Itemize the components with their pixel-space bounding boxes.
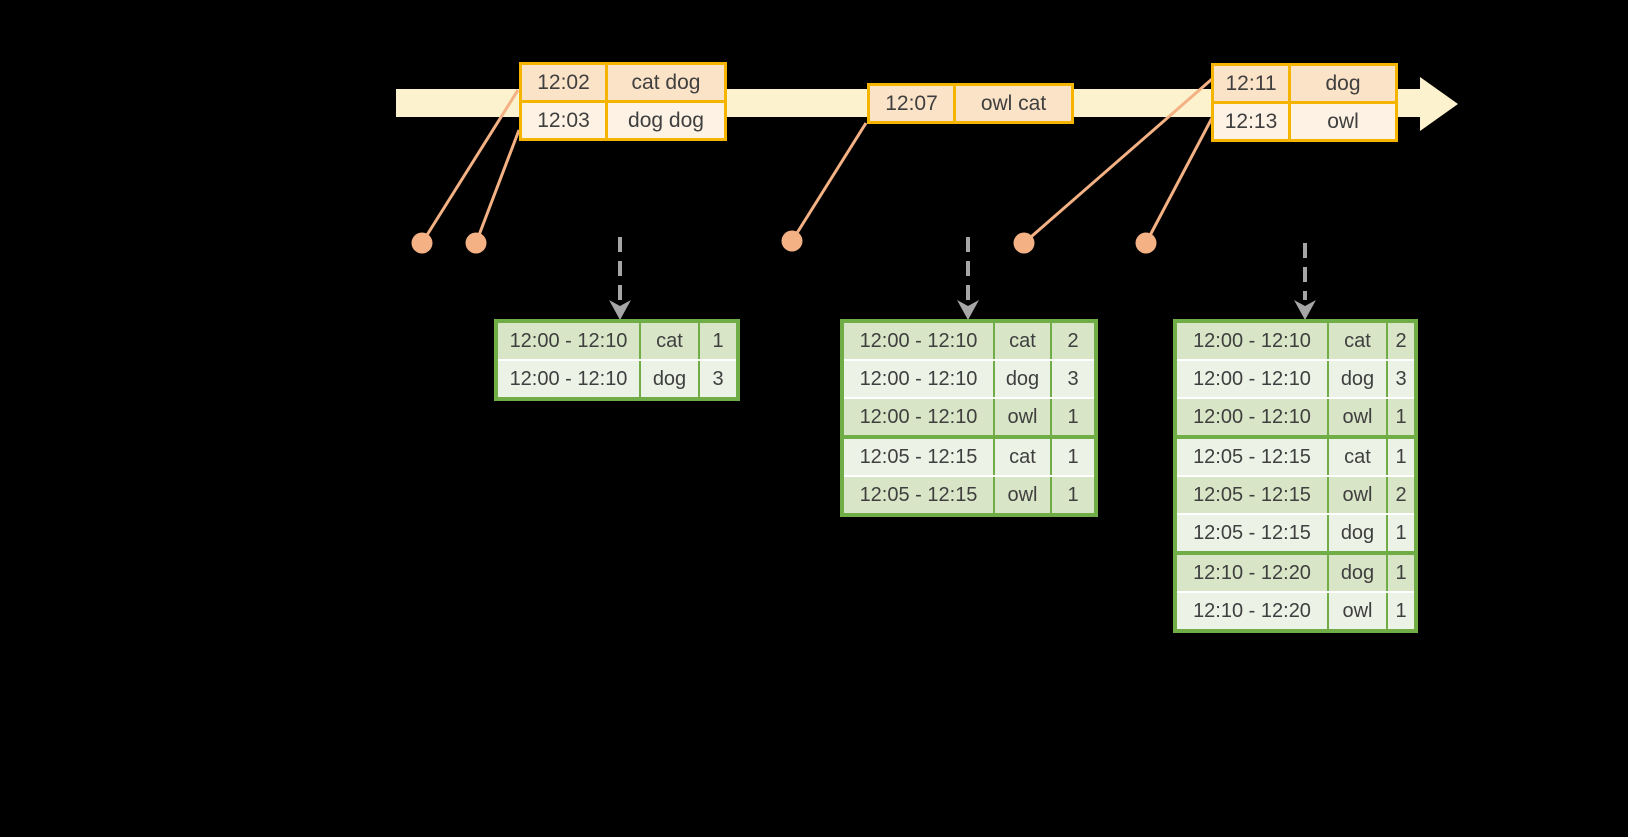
event-dot-icon xyxy=(465,232,487,254)
event-connector-line xyxy=(474,129,521,244)
time-cell: 12:03 xyxy=(522,103,605,138)
event-dot-icon xyxy=(411,232,433,254)
event-connector-line xyxy=(1144,117,1214,244)
event-dot-icon xyxy=(1013,232,1035,254)
trigger-arrowhead-icon xyxy=(1294,300,1316,320)
word-cell: dog xyxy=(639,361,698,397)
window-cell: 12:00 - 12:10 xyxy=(1177,399,1327,435)
trigger-arrowhead-icon xyxy=(957,300,979,320)
word-cell: owl xyxy=(993,399,1050,435)
event-connector-line xyxy=(420,89,520,244)
window-cell: 12:05 - 12:15 xyxy=(844,477,993,513)
count-cell: 1 xyxy=(1386,515,1414,551)
trigger-arrowhead-icon xyxy=(609,300,631,320)
timeline-arrowhead-icon xyxy=(1420,77,1458,131)
word-cell: cat xyxy=(993,323,1050,359)
count-cell: 1 xyxy=(1386,399,1414,435)
count-cell: 1 xyxy=(1050,477,1094,513)
window-cell: 12:00 - 12:10 xyxy=(1177,323,1327,359)
count-cell: 1 xyxy=(1386,555,1414,591)
window-cell: 12:05 - 12:15 xyxy=(1177,439,1327,475)
time-cell: 12:13 xyxy=(1214,104,1288,139)
window-cell: 12:05 - 12:15 xyxy=(1177,477,1327,513)
word-cell: dog xyxy=(1327,555,1386,591)
time-cell: 12:02 xyxy=(522,65,605,100)
word-cell: cat xyxy=(639,323,698,359)
count-cell: 1 xyxy=(1386,439,1414,475)
event-connector-line xyxy=(1023,77,1213,245)
time-cell: 12:11 xyxy=(1214,66,1288,101)
event-dot-icon xyxy=(781,230,803,252)
count-cell: 3 xyxy=(1050,361,1094,397)
count-cell: 3 xyxy=(1386,361,1414,397)
window-cell: 12:00 - 12:10 xyxy=(844,323,993,359)
word-cell: dog xyxy=(1327,515,1386,551)
word-cell: owl xyxy=(1327,477,1386,513)
words-cell: owl cat xyxy=(953,86,1071,121)
count-cell: 1 xyxy=(1050,399,1094,435)
count-cell: 3 xyxy=(698,361,736,397)
count-cell: 2 xyxy=(1386,323,1414,359)
word-cell: cat xyxy=(993,439,1050,475)
word-cell: owl xyxy=(993,477,1050,513)
window-cell: 12:00 - 12:10 xyxy=(844,361,993,397)
window-cell: 12:00 - 12:10 xyxy=(844,399,993,435)
word-cell: dog xyxy=(993,361,1050,397)
word-cell: dog xyxy=(1327,361,1386,397)
words-cell: dog dog xyxy=(605,103,724,138)
word-cell: owl xyxy=(1327,399,1386,435)
count-cell: 2 xyxy=(1050,323,1094,359)
words-cell: cat dog xyxy=(605,65,724,100)
words-cell: dog xyxy=(1288,66,1395,101)
window-cell: 12:00 - 12:10 xyxy=(1177,361,1327,397)
window-cell: 12:05 - 12:15 xyxy=(1177,515,1327,551)
window-cell: 12:05 - 12:15 xyxy=(844,439,993,475)
words-cell: owl xyxy=(1288,104,1395,139)
window-cell: 12:10 - 12:20 xyxy=(1177,555,1327,591)
event-connector-line xyxy=(790,122,868,242)
count-cell: 1 xyxy=(1386,593,1414,629)
window-cell: 12:00 - 12:10 xyxy=(498,361,639,397)
count-cell: 1 xyxy=(1050,439,1094,475)
word-cell: owl xyxy=(1327,593,1386,629)
word-cell: cat xyxy=(1327,323,1386,359)
time-cell: 12:07 xyxy=(870,86,953,121)
window-cell: 12:10 - 12:20 xyxy=(1177,593,1327,629)
window-cell: 12:00 - 12:10 xyxy=(498,323,639,359)
word-cell: cat xyxy=(1327,439,1386,475)
count-cell: 2 xyxy=(1386,477,1414,513)
count-cell: 1 xyxy=(698,323,736,359)
event-dot-icon xyxy=(1135,232,1157,254)
